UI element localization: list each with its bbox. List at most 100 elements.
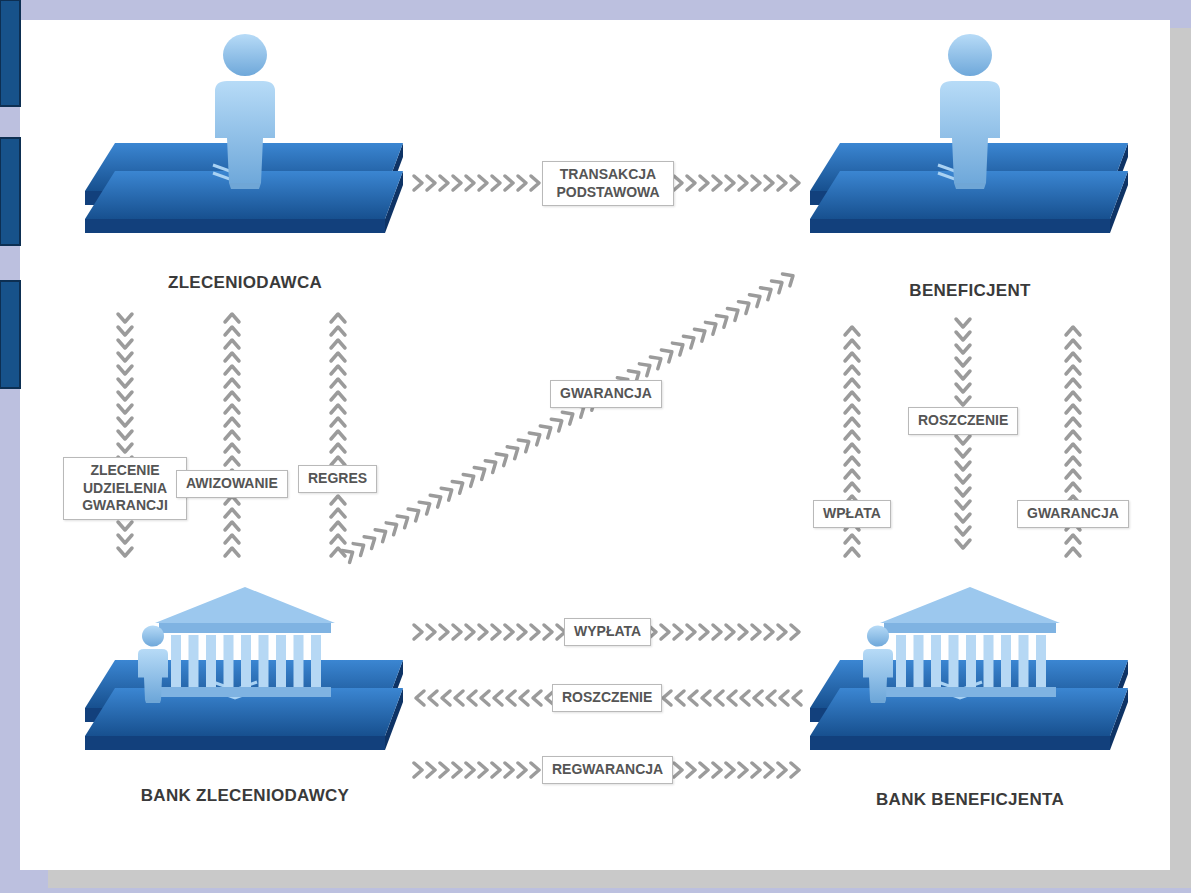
chevron <box>749 295 759 307</box>
chevron <box>364 537 374 549</box>
node-name: ZLECENIODAWCA <box>85 273 405 293</box>
chevron <box>672 343 682 355</box>
chevron <box>440 625 448 639</box>
chevron <box>331 509 345 517</box>
person-illustration <box>85 25 405 305</box>
person-body <box>138 649 168 700</box>
chevron <box>531 625 539 639</box>
white-panel <box>20 20 1170 870</box>
chevron <box>331 535 345 543</box>
chevron <box>225 418 239 426</box>
chevron <box>118 548 132 556</box>
chevron <box>342 551 352 563</box>
side-tab <box>0 0 20 106</box>
chevron <box>713 763 721 777</box>
chevron <box>694 329 704 341</box>
chevron <box>441 488 451 500</box>
person-figure <box>940 34 1000 189</box>
chevron <box>845 457 859 465</box>
chevron <box>689 691 697 705</box>
chevron <box>453 625 461 639</box>
chevron <box>466 763 474 777</box>
chevron <box>544 625 552 639</box>
chevron <box>505 625 513 639</box>
chevron <box>765 763 773 777</box>
chevron <box>118 431 132 439</box>
edge-label: ZLECENIE UDZIELENIA GWARANCJI <box>63 457 187 520</box>
chevron <box>956 319 970 327</box>
node-name: BANK ZLECENIODAWCY <box>85 786 405 806</box>
chevron <box>661 350 671 362</box>
chevron <box>225 314 239 322</box>
chevron <box>331 457 345 465</box>
chevron <box>739 625 747 639</box>
chevron <box>468 691 476 705</box>
chevron <box>466 625 474 639</box>
bank-roof <box>880 587 1060 623</box>
chevron <box>663 691 671 705</box>
chevron <box>375 530 385 542</box>
chevron <box>414 625 422 639</box>
chevron-connector <box>342 274 793 562</box>
chevron <box>481 691 489 705</box>
chevron <box>956 527 970 535</box>
chevron <box>791 763 799 777</box>
chevron <box>845 444 859 452</box>
chevron <box>845 353 859 361</box>
chevron <box>845 548 859 556</box>
chevron <box>507 447 517 459</box>
chevron <box>845 418 859 426</box>
chevron <box>956 501 970 509</box>
chevron <box>118 522 132 530</box>
chevron <box>331 405 345 413</box>
bank-building <box>863 587 1060 703</box>
chevron <box>429 691 437 705</box>
chevron <box>845 366 859 374</box>
edge-label: ROSZCZENIE <box>908 407 1018 435</box>
bank-column <box>241 635 251 687</box>
chevron <box>331 340 345 348</box>
chevron <box>479 176 487 190</box>
chevron <box>331 418 345 426</box>
chevron <box>414 176 422 190</box>
chevron <box>414 763 422 777</box>
chevron <box>496 454 506 466</box>
chevron <box>726 176 734 190</box>
chevron <box>771 281 781 293</box>
bank-column <box>914 635 924 687</box>
chevron <box>540 426 550 438</box>
person-head <box>867 626 889 647</box>
chevron <box>518 176 526 190</box>
chevron <box>676 691 684 705</box>
chevron <box>713 625 721 639</box>
chevron <box>225 379 239 387</box>
chevron <box>518 440 528 452</box>
chevron <box>956 397 970 405</box>
chevron <box>397 516 407 528</box>
platform-top <box>810 688 1128 736</box>
edge-label: WYPŁATA <box>564 618 651 646</box>
chevron <box>518 763 526 777</box>
chevron <box>956 384 970 392</box>
chevron <box>765 625 773 639</box>
edge-label: AWIZOWANIE <box>176 470 288 498</box>
bank-column <box>276 635 286 687</box>
chevron <box>533 691 541 705</box>
chevron <box>956 475 970 483</box>
chevron <box>225 431 239 439</box>
chevron <box>700 625 708 639</box>
bank-column <box>224 635 234 687</box>
person-body <box>863 649 893 700</box>
person-figure <box>863 626 893 704</box>
chevron <box>674 176 682 190</box>
chevron <box>419 502 429 514</box>
party-node: BENEFICJENT <box>810 25 1130 310</box>
bank-column <box>1036 635 1046 687</box>
chevron <box>767 691 775 705</box>
chevron <box>956 462 970 470</box>
chevron <box>1066 548 1080 556</box>
chevron <box>1066 366 1080 374</box>
chevron <box>661 625 669 639</box>
chevron <box>520 691 528 705</box>
